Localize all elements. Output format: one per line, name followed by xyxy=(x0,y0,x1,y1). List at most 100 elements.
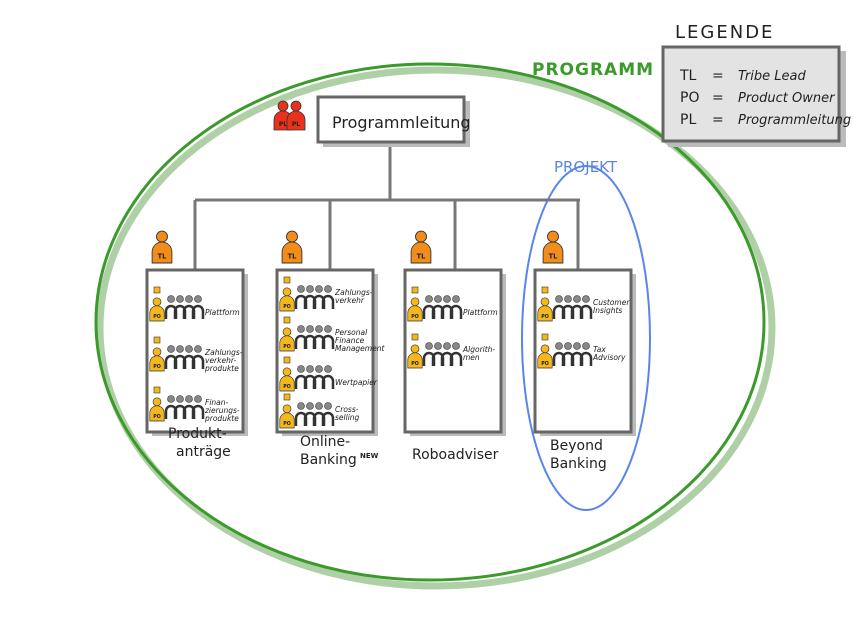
legend-meaning: Tribe Lead xyxy=(738,69,806,84)
head-icon xyxy=(410,297,420,307)
team-name-line: Wertpapier xyxy=(335,378,378,387)
top-hat-icon xyxy=(283,393,291,401)
badge-label: PO xyxy=(153,414,161,420)
team-name: Wertpapier xyxy=(335,378,378,387)
product-owner-icon: PO xyxy=(149,347,165,372)
legend-title: LEGENDE xyxy=(675,22,774,43)
team-member-body-icon xyxy=(579,304,593,319)
body-icon xyxy=(279,375,295,392)
team-member-head-icon xyxy=(306,365,314,373)
tribe-lead-icon: TL xyxy=(281,230,303,264)
team-member-head-icon xyxy=(452,295,460,303)
team-name-line: Finance xyxy=(335,336,365,345)
body-icon xyxy=(281,241,303,264)
top-hat-icon xyxy=(153,336,161,344)
team-name-line: Management xyxy=(335,344,385,353)
body-icon xyxy=(537,305,553,322)
team-member-head-icon xyxy=(425,342,433,350)
team-member-head-icon xyxy=(176,345,184,353)
head-icon xyxy=(152,397,162,407)
badge-label: PO xyxy=(153,314,161,320)
team-member-head-icon xyxy=(297,325,305,333)
team-member-head-icon xyxy=(443,342,451,350)
top-hat-icon xyxy=(283,316,291,324)
product-owner-icon: PO xyxy=(149,397,165,422)
tribe-lead-icon: TL xyxy=(542,230,564,264)
top-hat-icon xyxy=(153,286,161,294)
head-icon xyxy=(410,344,420,354)
team-member-head-icon xyxy=(434,295,442,303)
team-name-line: produkte xyxy=(204,364,239,373)
tribe-name: Online-Banking xyxy=(300,434,357,468)
team-member-body-icon xyxy=(321,294,335,309)
product-owner-icon: PO xyxy=(407,297,423,322)
tribe-lead-icon: TL xyxy=(151,230,173,264)
badge-label: PO xyxy=(541,314,549,320)
program-lead-box xyxy=(316,95,466,144)
head-icon xyxy=(415,230,427,243)
body-icon xyxy=(279,412,295,429)
badge-label: PO xyxy=(153,364,161,370)
program-label: PROGRAMM xyxy=(532,60,654,80)
body-icon xyxy=(149,305,165,322)
program-ellipse xyxy=(94,62,766,582)
badge-label: PL xyxy=(279,121,287,128)
team-name: Zahlungs-verkehr-produkte xyxy=(204,348,243,373)
head-icon xyxy=(152,347,162,357)
badge-label: TL xyxy=(417,253,426,261)
program-lead-person-icon: PL xyxy=(286,100,306,131)
top-hat-icon xyxy=(283,276,291,284)
team-member-head-icon xyxy=(185,395,193,403)
team-member-head-icon xyxy=(425,295,433,303)
team-member-head-icon xyxy=(434,342,442,350)
project-ellipse xyxy=(521,165,651,511)
tribe-name: Produkt-anträge xyxy=(168,426,231,460)
team-member-head-icon xyxy=(185,295,193,303)
legend-box xyxy=(661,45,841,143)
connector-lines xyxy=(193,143,580,270)
team-name: Algorith-men xyxy=(462,345,495,362)
team-member-body-icon xyxy=(449,304,463,319)
team-name-line: Zahlungs- xyxy=(334,288,373,297)
team-member-head-icon xyxy=(555,342,563,350)
product-owner-icon: PO xyxy=(407,344,423,369)
badge-label: TL xyxy=(288,253,297,261)
program-lead-title: Programmleitung xyxy=(332,113,471,132)
team-member-body-icon xyxy=(321,374,335,389)
team-name: Finan-zierungs-produkte xyxy=(204,398,240,423)
legend-meaning: Product Owner xyxy=(738,91,836,106)
legend-equals: = xyxy=(712,90,724,106)
badge-label: TL xyxy=(549,253,558,261)
team-name: Plattform xyxy=(463,308,498,317)
tribe-name-line: Banking xyxy=(300,452,357,468)
team-member-head-icon xyxy=(194,295,202,303)
top-hat-icon xyxy=(541,286,549,294)
team-member-head-icon xyxy=(297,285,305,293)
team-member-head-icon xyxy=(194,345,202,353)
legend-meaning: Programmleitung xyxy=(738,113,851,128)
team-member-head-icon xyxy=(564,342,572,350)
head-icon xyxy=(282,287,292,297)
team-member-head-icon xyxy=(573,342,581,350)
badge-label: PO xyxy=(411,314,419,320)
team-name-line: selling xyxy=(335,413,360,422)
top-hat-icon xyxy=(283,356,291,364)
new-badge: NEW xyxy=(360,452,379,460)
team-member-head-icon xyxy=(573,295,581,303)
tribe: TLPOPlattformPOZahlungs-verkehr-produkte… xyxy=(145,230,248,460)
team-name-line: Cross- xyxy=(335,405,359,414)
tribe-name: Roboadviser xyxy=(412,447,499,463)
team-member-head-icon xyxy=(315,365,323,373)
team-member-head-icon xyxy=(582,295,590,303)
team-member-body-icon xyxy=(191,304,205,319)
legend-equals: = xyxy=(712,68,724,84)
head-icon xyxy=(540,297,550,307)
